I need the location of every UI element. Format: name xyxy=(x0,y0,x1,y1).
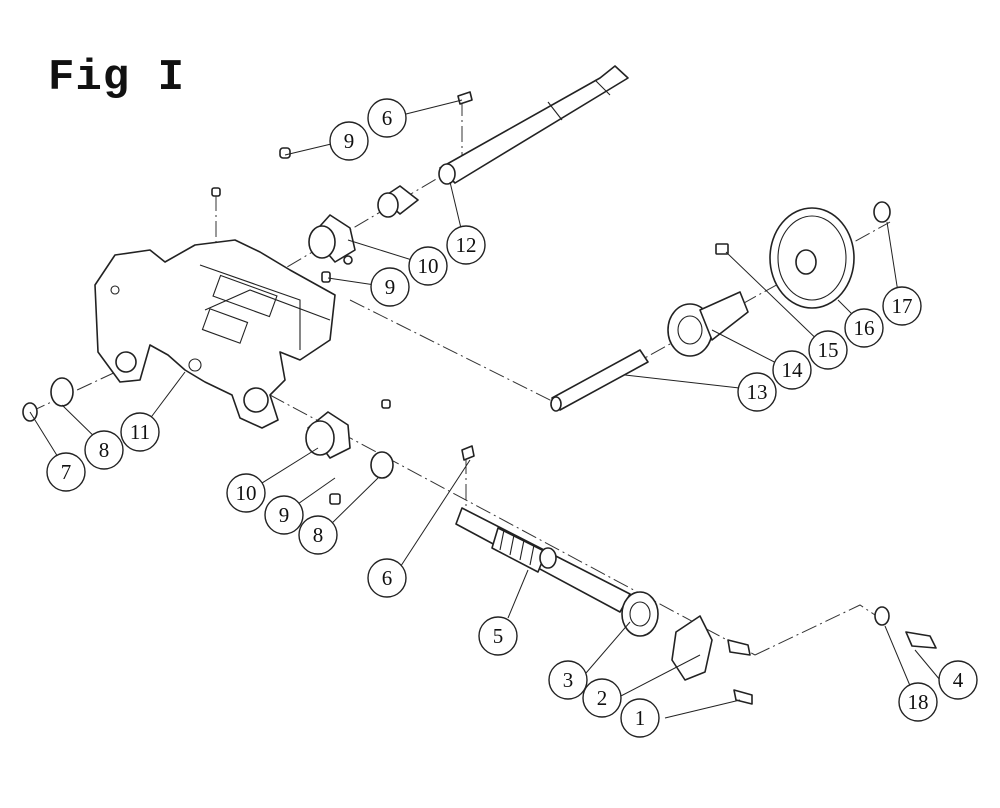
callout-9-lower-label: 9 xyxy=(279,503,290,527)
callout-9-mid: 9 xyxy=(370,267,410,307)
callout-4-label: 4 xyxy=(953,668,964,692)
callout-17-label: 17 xyxy=(892,294,913,318)
hex-bolt xyxy=(905,631,937,649)
callout-17: 17 xyxy=(882,286,922,326)
cover-bolt-lower xyxy=(733,689,753,705)
upper-bushing xyxy=(377,185,419,218)
callout-6-lower-label: 6 xyxy=(382,566,393,590)
callout-11: 11 xyxy=(120,412,160,452)
left-bushing xyxy=(50,377,74,407)
gear-key xyxy=(715,243,729,255)
callout-14: 14 xyxy=(772,350,812,390)
callout-5: 5 xyxy=(478,616,518,656)
lower-bushing xyxy=(370,451,394,479)
callout-12-label: 12 xyxy=(456,233,477,257)
callout-11-label: 11 xyxy=(130,420,150,444)
callout-1: 1 xyxy=(620,698,660,738)
callout-3: 3 xyxy=(548,660,588,700)
callout-9-top-label: 9 xyxy=(344,129,355,153)
set-screw-collar-upper xyxy=(321,271,331,283)
callout-6-upper: 6 xyxy=(367,98,407,138)
callout-18: 18 xyxy=(898,682,938,722)
key-upper xyxy=(457,91,473,105)
callout-3-label: 3 xyxy=(563,668,574,692)
callout-14-label: 14 xyxy=(782,358,804,382)
callout-8-lower: 8 xyxy=(298,515,338,555)
figure-title: Fig I xyxy=(48,53,186,103)
callout-15-label: 15 xyxy=(818,338,839,362)
key-lower xyxy=(461,445,475,461)
callout-8-lower-label: 8 xyxy=(313,523,324,547)
large-gear xyxy=(769,207,855,309)
callout-1-label: 1 xyxy=(635,706,646,730)
callout-2-label: 2 xyxy=(597,686,608,710)
callout-6-lower: 6 xyxy=(367,558,407,598)
lower-collar xyxy=(305,411,351,459)
callout-18-label: 18 xyxy=(908,690,929,714)
retaining-ring xyxy=(873,201,891,223)
ball-bearing xyxy=(621,591,659,637)
set-screw-lower-a xyxy=(381,399,391,409)
callout-4: 4 xyxy=(938,660,978,700)
worm-shaft xyxy=(455,507,631,613)
callout-9-top: 9 xyxy=(329,121,369,161)
pinion-gear xyxy=(667,291,749,357)
washer xyxy=(874,606,890,626)
callout-10-upper: 10 xyxy=(408,246,448,286)
callout-7-label: 7 xyxy=(61,460,72,484)
callout-12: 12 xyxy=(446,225,486,265)
callout-8-left: 8 xyxy=(84,430,124,470)
callout-9-lower: 9 xyxy=(264,495,304,535)
callout-10-lower: 10 xyxy=(226,473,266,513)
callout-6-upper-label: 6 xyxy=(382,106,393,130)
callout-2: 2 xyxy=(582,678,622,718)
upper-collar xyxy=(308,214,356,265)
callout-15: 15 xyxy=(808,330,848,370)
cover-bolt-upper xyxy=(727,639,751,656)
callout-10-upper-label: 10 xyxy=(418,254,439,278)
callout-8-left-label: 8 xyxy=(99,438,110,462)
set-screw-upper xyxy=(279,147,291,159)
callout-5-label: 5 xyxy=(493,624,504,648)
callout-7: 7 xyxy=(46,452,86,492)
callout-16: 16 xyxy=(844,308,884,348)
intermediate-shaft xyxy=(550,349,649,412)
set-screw-lower-b xyxy=(329,493,341,505)
top-bolt xyxy=(211,187,221,197)
callout-13: 13 xyxy=(737,372,777,412)
bearing-cover-plate xyxy=(671,615,713,681)
main-housing xyxy=(94,239,336,429)
callout-13-label: 13 xyxy=(747,380,768,404)
callout-9-mid-label: 9 xyxy=(385,275,396,299)
upper-shaft xyxy=(438,65,629,185)
callout-16-label: 16 xyxy=(854,316,875,340)
callout-10-lower-label: 10 xyxy=(236,481,257,505)
